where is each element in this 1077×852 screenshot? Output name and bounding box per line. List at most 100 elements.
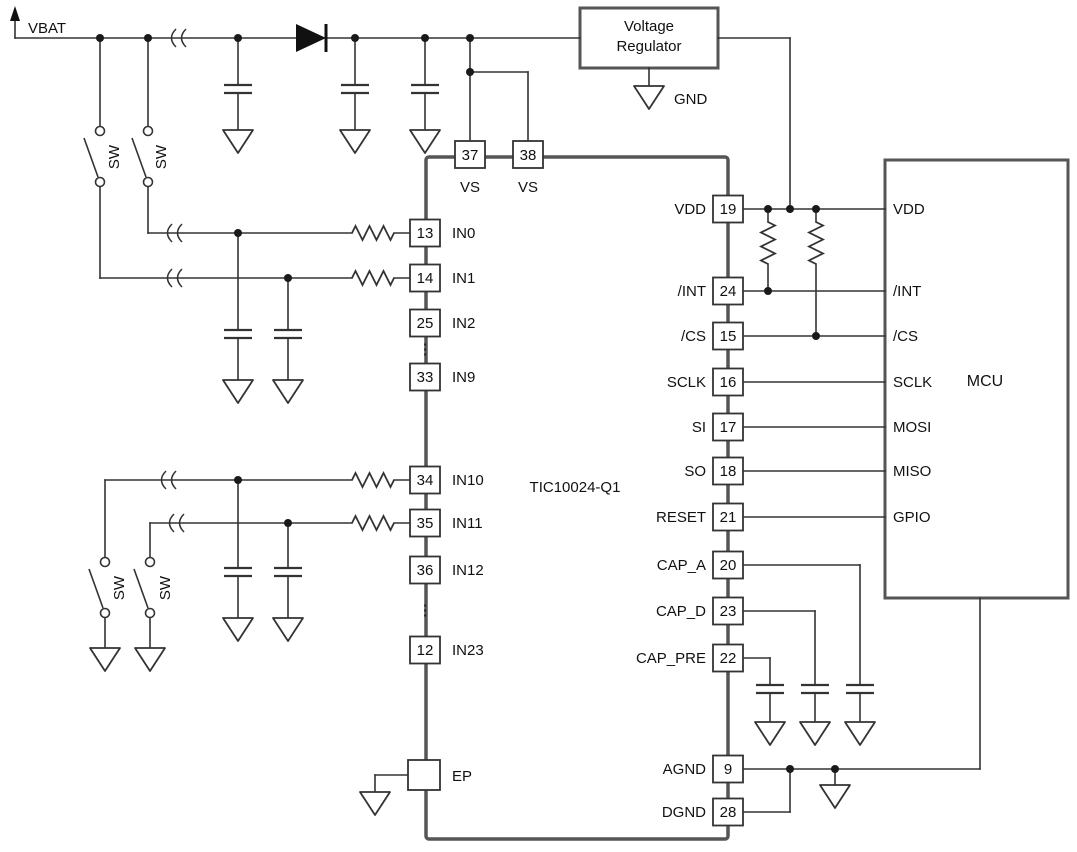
- pin-number: 22: [720, 650, 737, 667]
- ground-symbol: [754, 721, 786, 746]
- ic-pin-in12: 36 IN12: [409, 555, 484, 585]
- pin-name: VS: [460, 179, 480, 196]
- ground-symbol: [134, 647, 166, 672]
- ic-pin-in9: 33 IN9: [409, 362, 475, 392]
- ground-symbol: [89, 647, 121, 672]
- capacitor-symbol: [222, 566, 254, 578]
- switch-label: SW: [111, 575, 128, 600]
- ground-symbol: [359, 791, 391, 816]
- pin-number: 28: [720, 804, 737, 821]
- ground-symbol: [799, 721, 831, 746]
- pin-number: 15: [720, 328, 737, 345]
- switch-symbol: [88, 556, 111, 619]
- ground-symbol: [222, 379, 254, 404]
- ic-pin-si: 17 SI: [692, 412, 744, 442]
- pin-number: 36: [417, 562, 434, 579]
- switch-bank-top: SW SW: [83, 37, 411, 404]
- pin-name: SCLK: [667, 374, 706, 391]
- pin-name: IN10: [452, 472, 484, 489]
- capacitor-symbol: [272, 328, 304, 340]
- ic-pin-cap-d: 23 CAP_D: [656, 596, 744, 626]
- pin-ellipsis: ⋮: [418, 341, 433, 358]
- mcu-pin-mosi: MOSI: [893, 419, 931, 436]
- reverse-battery-diode: [296, 24, 328, 52]
- pin-number: 16: [720, 374, 737, 391]
- pin-number: 21: [720, 509, 737, 526]
- series-resistor: [351, 472, 395, 488]
- in0-input-line: [147, 223, 411, 404]
- switch-label: SW: [157, 575, 174, 600]
- mcu-pin-int: /INT: [893, 283, 921, 300]
- mcu-pin-sclk: SCLK: [893, 374, 932, 391]
- mcu-pin-miso: MISO: [893, 463, 931, 480]
- rail-capacitor-3: [409, 37, 441, 154]
- ic-pin-dgnd: 28 DGND: [662, 797, 744, 827]
- ic-pin-in1: 14 IN1: [409, 263, 475, 293]
- series-resistor: [351, 225, 395, 241]
- mcu-block: MCU VDD /INT /CS SCLK MOSI MISO GPIO: [883, 158, 1070, 600]
- in1-input-line: [99, 268, 411, 404]
- voltage-regulator-block: Voltage Regulator GND: [578, 6, 720, 110]
- ic-pin-in2: 25 IN2: [409, 308, 475, 338]
- ic-pin-in10: 34 IN10: [409, 465, 484, 495]
- ground-symbol: [819, 784, 851, 809]
- switch-symbol: [83, 125, 106, 188]
- ic-pin-in11: 35 IN11: [409, 508, 483, 538]
- pin-number: 9: [724, 761, 732, 778]
- cap-pre-capacitor: [742, 657, 786, 746]
- pin-ellipsis: ⋮: [418, 602, 433, 619]
- ic-outline: TIC10024-Q1: [424, 155, 730, 841]
- capacitor-symbol: [799, 683, 831, 695]
- regulator-gnd-label: GND: [674, 91, 708, 108]
- mcu-pin-cs: /CS: [893, 328, 918, 345]
- ic-pin-reset: 21 RESET: [656, 502, 744, 532]
- pin-name: /INT: [678, 283, 706, 300]
- pin-number: 34: [417, 472, 434, 489]
- rail-capacitor-2: [339, 37, 371, 154]
- pin-name: IN23: [452, 642, 484, 659]
- pin-number: 18: [720, 463, 737, 480]
- pin-number: 38: [520, 147, 537, 164]
- switch-symbol: [131, 125, 154, 188]
- in11-input-line: [149, 513, 411, 642]
- ground-symbol: [222, 129, 254, 154]
- ground-symbol: [272, 617, 304, 642]
- pin-name: VS: [518, 179, 538, 196]
- regulator-output-feed: [717, 37, 791, 210]
- switch-label: SW: [153, 144, 170, 169]
- ic-pin-cap-pre: 22 CAP_PRE: [636, 643, 744, 673]
- ic-pin-in23: 12 IN23: [409, 635, 484, 665]
- pin-name: CAP_A: [657, 557, 706, 574]
- pin-name: CAP_PRE: [636, 650, 706, 667]
- pin-number: 33: [417, 369, 434, 386]
- pin-number: 35: [417, 515, 434, 532]
- ic-pin-int: 24 /INT: [678, 276, 744, 306]
- pin-name: /CS: [681, 328, 706, 345]
- rail-capacitor-1: [222, 37, 254, 154]
- ep-label: EP: [452, 768, 472, 785]
- pin-number: 17: [720, 419, 737, 436]
- pin-name: DGND: [662, 804, 706, 821]
- ic-pin-in0: 13 IN0: [409, 218, 475, 248]
- pin-number: 24: [720, 283, 737, 300]
- ic-pin-agnd: 9 AGND: [663, 754, 744, 784]
- capacitor-symbol: [339, 83, 371, 95]
- pin-name: IN1: [452, 270, 475, 287]
- ground-symbol: [339, 129, 371, 154]
- int-pullup-resistor: [760, 208, 776, 292]
- ground-symbol: [409, 129, 441, 154]
- cap-a-capacitor: [742, 564, 876, 746]
- pin-name: IN11: [452, 515, 483, 532]
- mcu-pin-vdd: VDD: [893, 201, 925, 218]
- ep-pad: EP: [359, 759, 472, 816]
- capacitor-symbol: [754, 683, 786, 695]
- switch-label: SW: [106, 144, 123, 169]
- pin-name: RESET: [656, 509, 706, 526]
- regulator-ground-symbol: [633, 85, 665, 110]
- vbat-arrow: [10, 6, 20, 21]
- pin-name: CAP_D: [656, 603, 706, 620]
- ic-pin-sclk: 16 SCLK: [667, 367, 744, 397]
- switch-bank-bottom: SW SW: [88, 470, 411, 672]
